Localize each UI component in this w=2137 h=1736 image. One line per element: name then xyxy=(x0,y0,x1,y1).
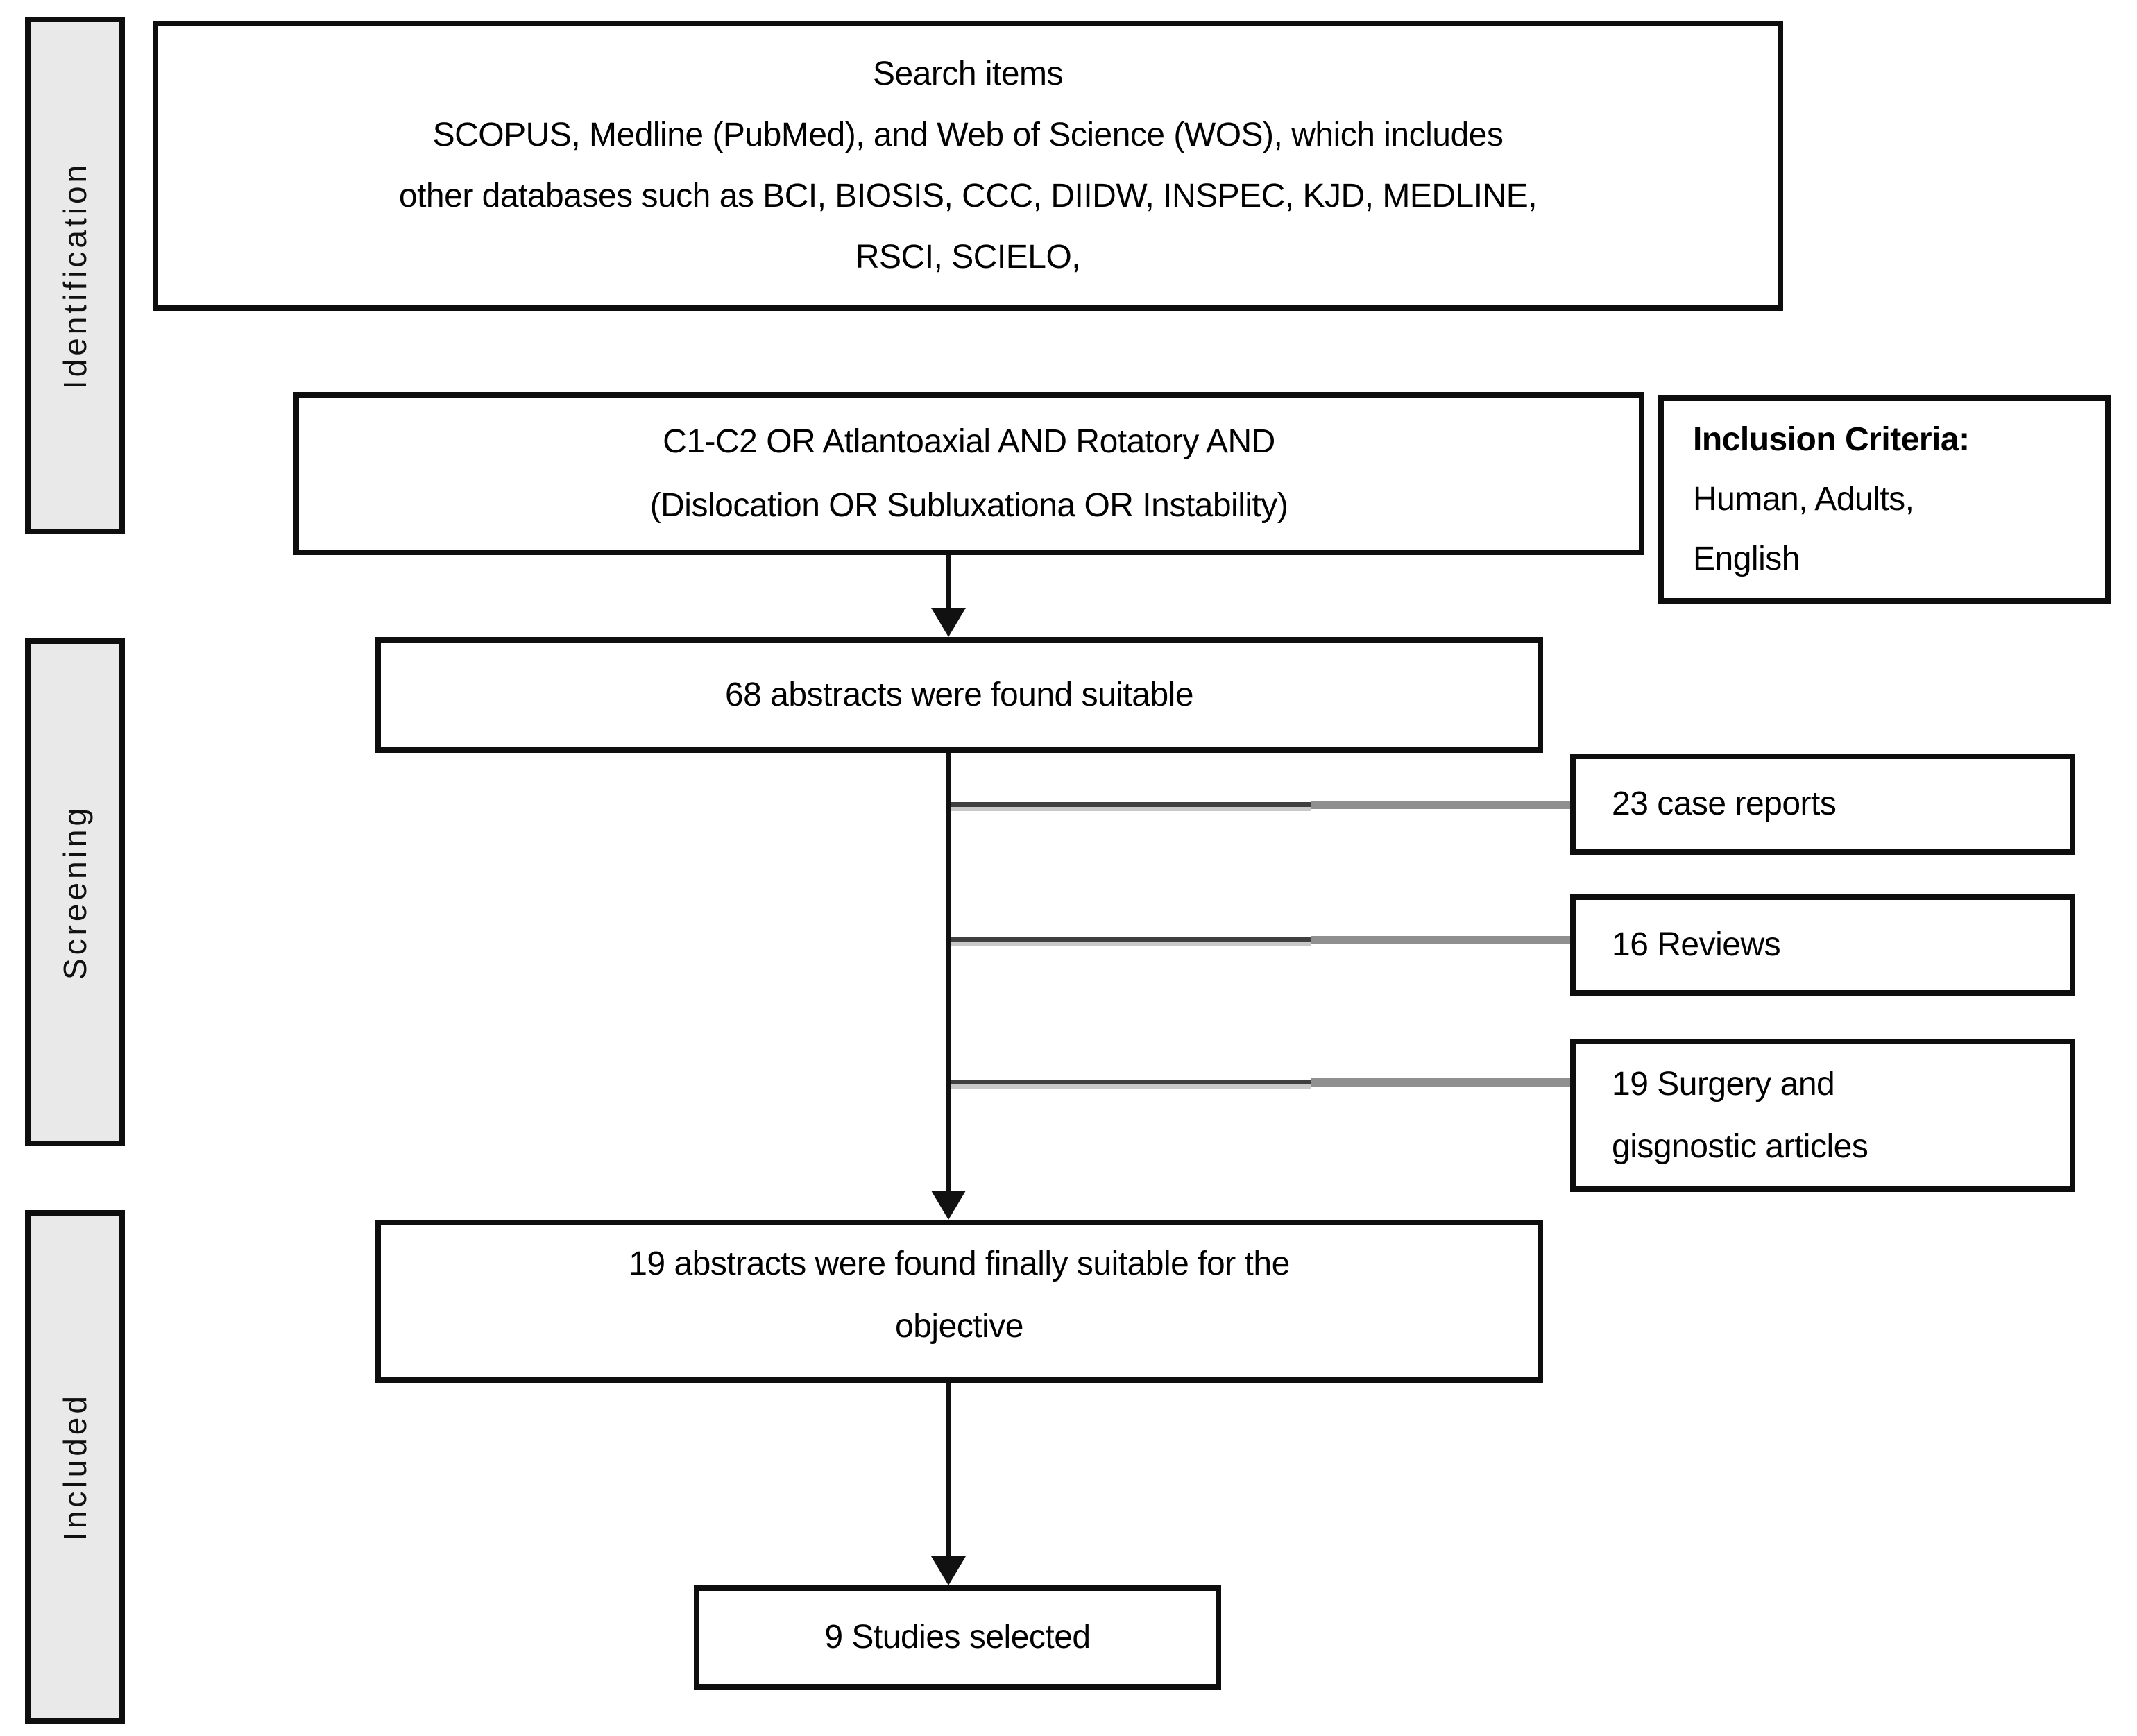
inclusion-criteria-title: Inclusion Criteria: xyxy=(1693,421,1970,458)
branch-line xyxy=(1311,936,1570,944)
inclusion-criteria-line: Human, Adults, xyxy=(1693,481,1914,518)
branch-line xyxy=(1311,801,1570,809)
arrowhead-down-icon xyxy=(931,1556,966,1585)
stage-box-included: Included xyxy=(25,1210,125,1724)
stage-box-identification: Identification xyxy=(25,17,125,534)
search-items-line: RSCI, SCIELO, xyxy=(855,239,1081,275)
branch-line xyxy=(951,937,1311,942)
studies-selected-text: 9 Studies selected xyxy=(824,1619,1091,1656)
search-query-box: C1-C2 OR Atlantoaxial AND Rotatory AND (… xyxy=(293,392,1644,555)
abstracts-found-box: 68 abstracts were found suitable xyxy=(375,637,1543,753)
branch-line xyxy=(1311,1078,1570,1087)
search-items-line: other databases such as BCI, BIOSIS, CCC… xyxy=(398,178,1538,214)
inclusion-criteria-box: Inclusion Criteria: Human, Adults, Engli… xyxy=(1658,395,2111,604)
excluded-reviews-box: 16 Reviews xyxy=(1570,894,2075,996)
arrowhead-down-icon xyxy=(931,1191,966,1220)
excluded-case-reports-box: 23 case reports xyxy=(1570,754,2075,855)
final-abstracts-line: objective xyxy=(895,1307,1023,1345)
search-query-line: (Dislocation OR Subluxationa OR Instabil… xyxy=(649,486,1288,524)
excluded-case-reports-text: 23 case reports xyxy=(1612,785,1837,822)
final-abstracts-box: 19 abstracts were found finally suitable… xyxy=(375,1220,1543,1383)
search-items-box: Search items SCOPUS, Medline (PubMed), a… xyxy=(153,21,1783,311)
studies-selected-box: 9 Studies selected xyxy=(694,1585,1221,1690)
connector-line xyxy=(946,753,951,1192)
branch-line-shadow xyxy=(951,942,1311,946)
search-query-line: C1-C2 OR Atlantoaxial AND Rotatory AND xyxy=(663,423,1275,460)
excluded-surgery-articles-line: gisgnostic articles xyxy=(1612,1127,1868,1165)
stage-label-identification: Identification xyxy=(57,161,93,390)
branch-line-shadow xyxy=(951,1084,1311,1089)
branch-line xyxy=(951,802,1311,807)
stage-label-screening: Screening xyxy=(57,804,94,980)
stage-box-screening: Screening xyxy=(25,638,125,1146)
search-items-line: SCOPUS, Medline (PubMed), and Web of Sci… xyxy=(432,117,1504,153)
search-items-title: Search items xyxy=(872,56,1064,92)
branch-line-shadow xyxy=(951,807,1311,811)
excluded-surgery-articles-box: 19 Surgery and gisgnostic articles xyxy=(1570,1039,2075,1192)
connector-line xyxy=(946,555,951,611)
stage-label-included: Included xyxy=(57,1393,94,1541)
excluded-surgery-articles-line: 19 Surgery and xyxy=(1612,1065,1835,1103)
final-abstracts-line: 19 abstracts were found finally suitable… xyxy=(629,1245,1290,1282)
abstracts-found-text: 68 abstracts were found suitable xyxy=(724,676,1194,713)
connector-line xyxy=(946,1383,951,1558)
arrowhead-down-icon xyxy=(931,608,966,637)
excluded-reviews-text: 16 Reviews xyxy=(1612,926,1781,963)
inclusion-criteria-line: English xyxy=(1693,541,1800,577)
branch-line xyxy=(951,1080,1311,1084)
